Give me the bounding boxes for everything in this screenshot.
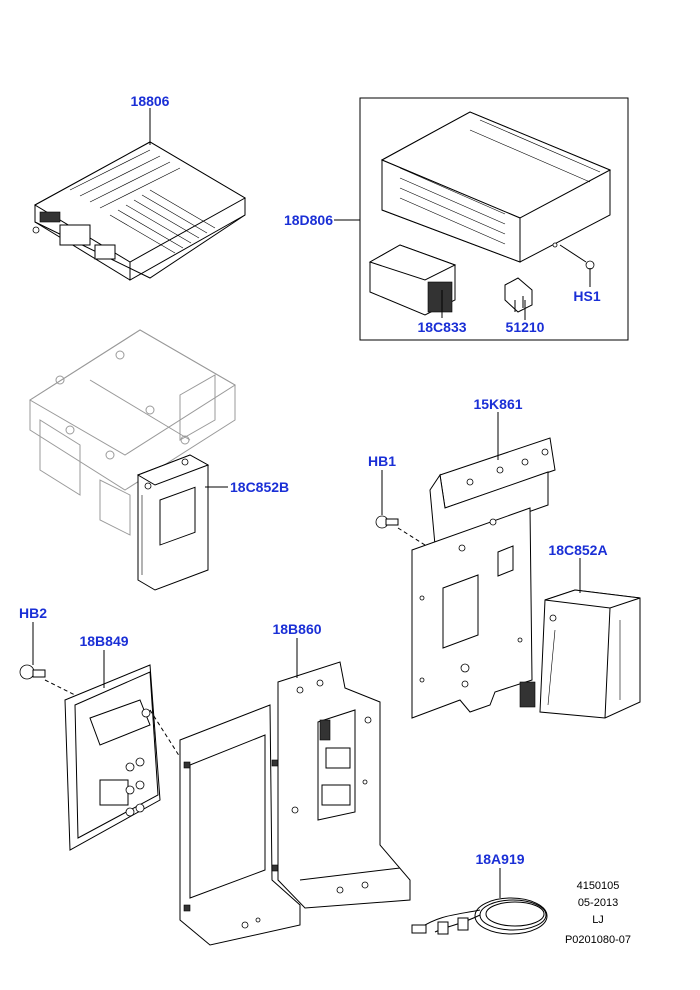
footer-drawing-id: P0201080-07	[565, 934, 631, 946]
callout-HS1[interactable]: HS1	[573, 288, 600, 304]
callout-18D806[interactable]: 18D806	[284, 212, 333, 228]
callout-51210[interactable]: 51210	[506, 319, 545, 335]
footer-ref-number: 4150105	[577, 880, 620, 892]
callout-HB1[interactable]: HB1	[368, 453, 396, 469]
callout-18806[interactable]: 18806	[131, 93, 170, 109]
callout-18B860[interactable]: 18B860	[272, 621, 321, 637]
part-18B849-module[interactable]	[64, 664, 186, 851]
footer-date: 05-2013	[578, 897, 618, 909]
part-HB1-bolt[interactable]	[375, 515, 426, 546]
part-18D806-cd-changer-group[interactable]	[359, 97, 629, 341]
callout-HB2[interactable]: HB2	[19, 605, 47, 621]
callout-18C852B[interactable]: 18C852B	[230, 479, 289, 495]
part-18C852B-module[interactable]	[136, 454, 210, 591]
part-18C852A-module[interactable]	[519, 589, 641, 719]
callout-18A919[interactable]: 18A919	[475, 851, 524, 867]
part-HB2-bolt[interactable]	[19, 664, 76, 696]
mounting-bracket-ghost	[29, 329, 236, 536]
mounting-plate[interactable]	[411, 507, 533, 719]
footer-initials: LJ	[592, 914, 604, 926]
part-18806-radio-unit[interactable]	[32, 141, 247, 281]
callout-18C852A[interactable]: 18C852A	[548, 542, 607, 558]
callout-18B849[interactable]: 18B849	[79, 633, 128, 649]
callout-18C833[interactable]: 18C833	[417, 319, 466, 335]
part-18B860-frame-bracket[interactable]	[179, 661, 411, 946]
part-18A919-cable[interactable]	[411, 897, 548, 935]
part-15K861-bracket[interactable]	[429, 437, 556, 546]
leader-lines	[32, 108, 591, 898]
callout-15K861[interactable]: 15K861	[473, 396, 522, 412]
